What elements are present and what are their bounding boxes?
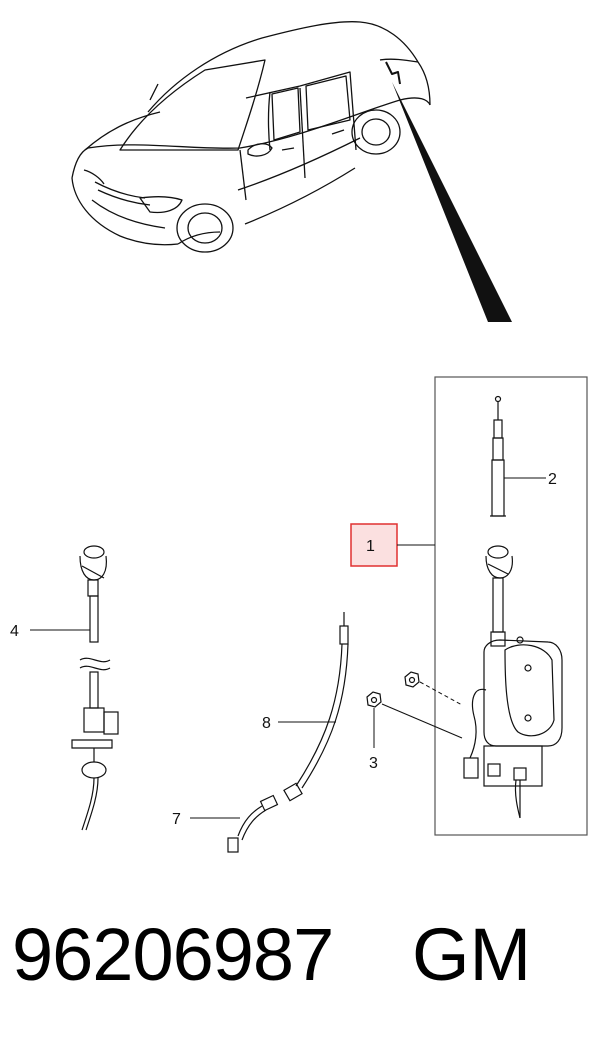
zoom-pointer: [392, 82, 512, 322]
footer: 96206987 GM: [0, 895, 600, 1015]
callout-8: 8: [262, 715, 271, 732]
callout-4: 4: [10, 623, 19, 640]
callout-7: 7: [172, 811, 181, 828]
brand-name: GM: [412, 913, 532, 996]
callout-2: 2: [548, 471, 557, 488]
antenna-cable-part-4: [71, 545, 119, 831]
antenna-assembly-panel: [434, 376, 588, 836]
extension-cable-part-8: [227, 612, 349, 853]
antenna-mast: [490, 395, 506, 517]
callout-3: 3: [369, 755, 378, 772]
part-number: 96206987: [12, 913, 334, 996]
car-illustration: [71, 21, 431, 253]
callout-1: 1: [366, 538, 375, 555]
nut-part-3: [366, 671, 420, 708]
parts-diagram: 2 1 3: [10, 21, 588, 853]
callout-1-highlight: [350, 523, 398, 567]
power-antenna-motor: [463, 545, 563, 819]
